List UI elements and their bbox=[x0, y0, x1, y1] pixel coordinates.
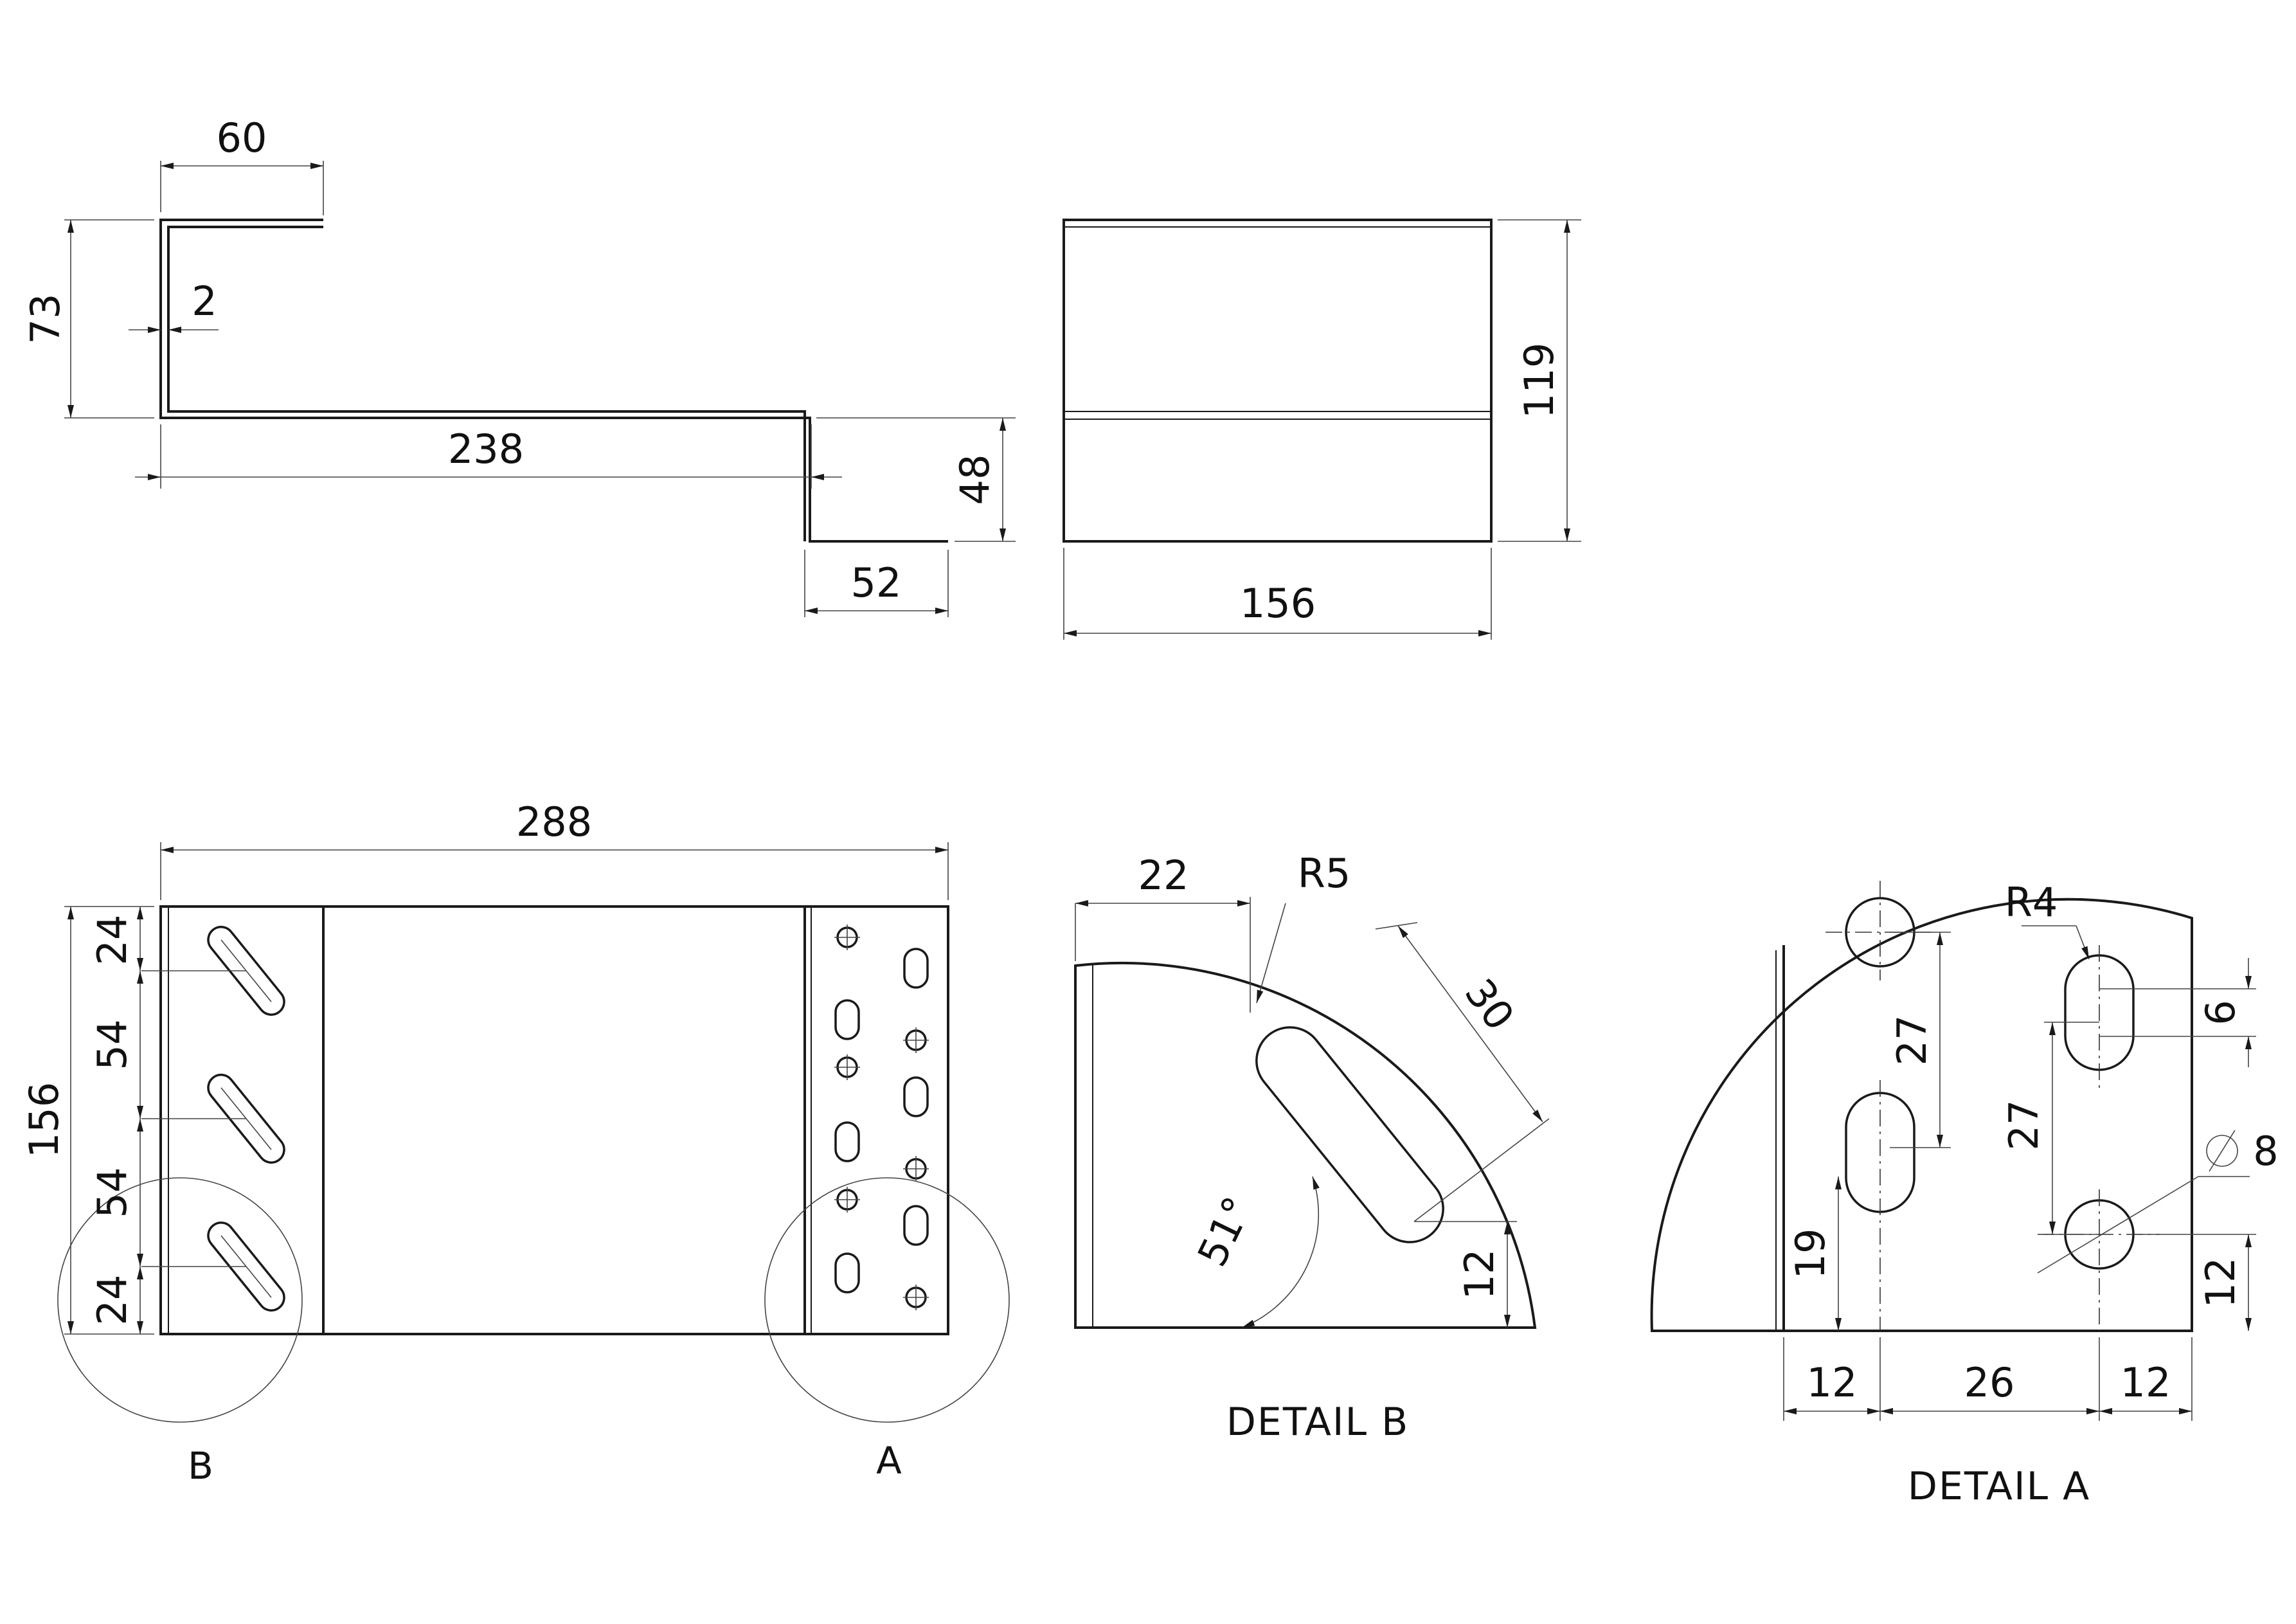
dim-front-width: 156 bbox=[1240, 580, 1316, 627]
detail-a: 27 27 19 6 R4 8 12 12 26 12 DETAIL A bbox=[1650, 879, 2279, 1509]
dim-a-bottom-mid: 26 bbox=[1964, 1359, 2015, 1406]
callout-b: B bbox=[188, 1444, 213, 1488]
dim-plan-width: 156 bbox=[21, 1082, 67, 1158]
dim-b-edge: 12 bbox=[1456, 1249, 1503, 1300]
detail-b-caption: DETAIL B bbox=[1226, 1400, 1410, 1445]
dim-bottom-flange: 52 bbox=[851, 559, 902, 606]
leader-dia8 bbox=[2037, 1176, 2199, 1274]
center-lines bbox=[1825, 881, 2160, 1331]
dim-slot-bottom: 24 bbox=[89, 1275, 136, 1326]
slot-vertical bbox=[903, 1076, 929, 1117]
leader-r4-arrow bbox=[2076, 925, 2090, 960]
dim-upper-height: 73 bbox=[22, 294, 69, 345]
detail-a-outline bbox=[1650, 898, 2193, 1332]
dim-slot-top: 24 bbox=[89, 915, 136, 966]
leader-r5 bbox=[1256, 903, 1286, 1004]
z-profile-outer bbox=[159, 219, 948, 543]
arrow bbox=[811, 474, 824, 480]
detail-a-caption: DETAIL A bbox=[1908, 1464, 2090, 1509]
slot-outline bbox=[1255, 1026, 1444, 1243]
arrow bbox=[148, 474, 161, 480]
dim-a-radius: R4 bbox=[2005, 879, 2058, 926]
detail-b: 22 R5 30 51° 12 DETAIL B bbox=[1074, 850, 1550, 1445]
slot-vertical bbox=[834, 1121, 860, 1162]
dim-pitch-2: 54 bbox=[89, 1168, 136, 1218]
detail-a-circle bbox=[764, 1177, 1010, 1423]
dim-front-height: 119 bbox=[1516, 343, 1563, 419]
dim-b-radius: R5 bbox=[1298, 850, 1351, 897]
detail-b-outline bbox=[1074, 962, 1537, 1329]
detail-b-slot bbox=[1255, 1026, 1444, 1243]
detail-b-circle bbox=[57, 1177, 303, 1423]
slot-vertical bbox=[903, 948, 929, 989]
dim-a-right-height: 12 bbox=[2197, 1258, 2244, 1308]
slot-vertical bbox=[834, 1252, 860, 1294]
dim-a-pitch-left: 27 bbox=[1888, 1015, 1935, 1066]
dim-a-bottom-left: 12 bbox=[1807, 1359, 1858, 1406]
dim-a-pitch-right: 27 bbox=[2000, 1100, 2047, 1151]
hole-centermarks bbox=[834, 925, 929, 1310]
plan-outline bbox=[159, 905, 949, 1335]
diameter-symbol-icon bbox=[2206, 1135, 2238, 1167]
slot-vertical bbox=[834, 999, 860, 1040]
front-view: 119 156 bbox=[1063, 219, 1581, 640]
z-profile-inner bbox=[167, 226, 806, 541]
dim-top-flange: 60 bbox=[217, 114, 267, 161]
dim-line-30 bbox=[1397, 925, 1543, 1123]
slot-outline bbox=[207, 1222, 285, 1312]
right-flange-features bbox=[834, 925, 929, 1310]
dim-mid-length: 238 bbox=[448, 426, 524, 473]
ext-line bbox=[1375, 922, 1418, 930]
callout-a: A bbox=[876, 1439, 902, 1483]
dim-a-hole-dia: 8 bbox=[2253, 1128, 2278, 1175]
dim-plan-length: 288 bbox=[516, 798, 592, 845]
slot-vertical bbox=[903, 1205, 929, 1246]
dim-a-bottom-right: 12 bbox=[2121, 1359, 2171, 1406]
dim-a-slot-length: 6 bbox=[2197, 1000, 2244, 1025]
dim-chain-arrows bbox=[137, 907, 143, 1334]
dim-b-offset: 22 bbox=[1138, 852, 1189, 899]
dim-pitch-1: 54 bbox=[89, 1020, 136, 1070]
dim-b-angle: 51° bbox=[1188, 1189, 1262, 1274]
angle-arc bbox=[1241, 1176, 1320, 1328]
dim-b-slot-length: 30 bbox=[1456, 970, 1523, 1039]
slot-outline bbox=[207, 926, 285, 1016]
diameter-symbol-slash bbox=[2209, 1130, 2236, 1172]
dim-lower-height: 48 bbox=[951, 455, 998, 505]
ext-line bbox=[1413, 1118, 1550, 1222]
dim-a-left-height: 19 bbox=[1787, 1229, 1834, 1279]
front-outline bbox=[1063, 219, 1493, 543]
slot-outline bbox=[207, 1074, 285, 1164]
side-view: 60 73 2 238 48 52 bbox=[22, 114, 1016, 617]
dim-thickness: 2 bbox=[192, 278, 217, 325]
plan-view: B A 288 156 24 54 54 24 bbox=[21, 798, 1010, 1488]
